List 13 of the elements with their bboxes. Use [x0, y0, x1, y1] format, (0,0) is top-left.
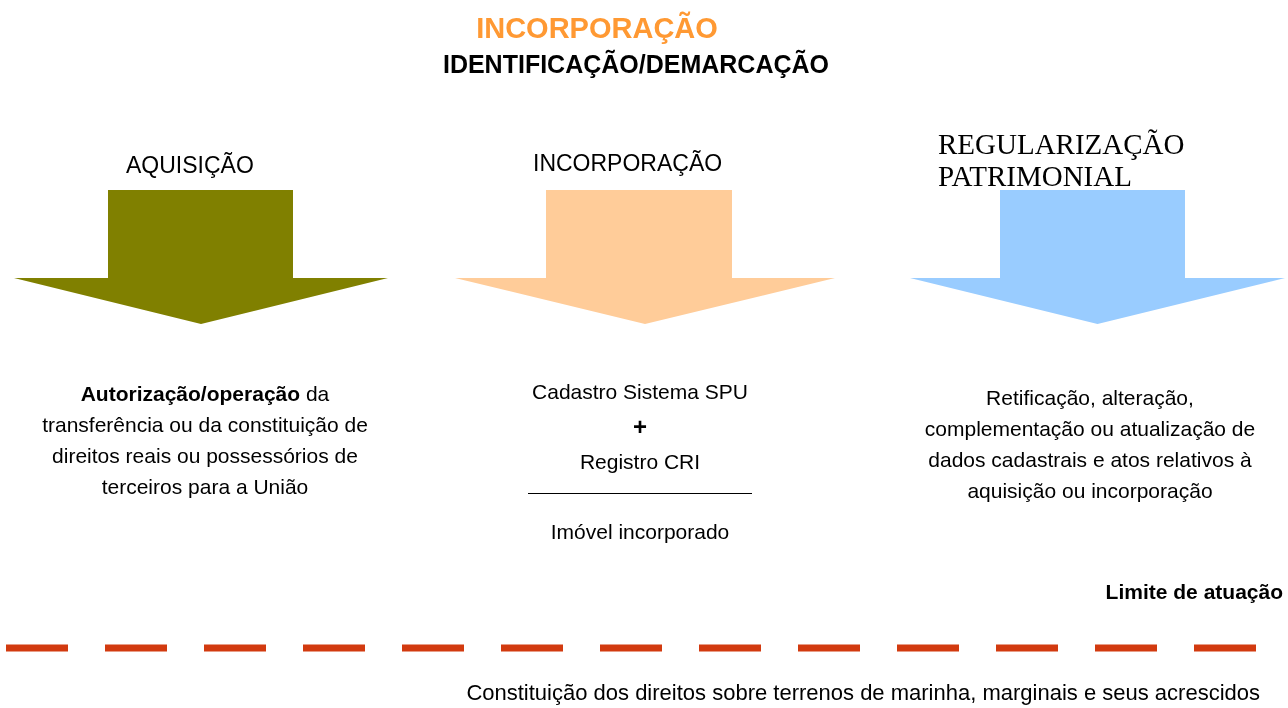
description-text: +: [633, 412, 647, 442]
note-text: Limite de atuação: [1105, 580, 1283, 604]
subtitle: IDENTIFICAÇÃO/DEMARCAÇÃO: [441, 50, 831, 79]
description-text: Retificação, alteração, complementação ou atualização de dados cadastrais e atos relativos à aquisição ou incorporação: [923, 385, 1257, 504]
description-text: Cadastro Sistema SPU: [532, 379, 748, 405]
heading: AQUISIÇÃO: [126, 152, 254, 179]
heading: REGULARIZAÇÃO PATRIMONIAL: [938, 128, 1186, 192]
description-text: Registro CRI: [579, 449, 701, 475]
description-text: Imóvel incorporado: [550, 519, 730, 545]
description-text: Autorização/operação da transferência ou da constituição de direitos reais ou possessórios de terceiros para a União: [41, 381, 369, 500]
title: INCORPORAÇÃO: [475, 12, 719, 45]
footnote-text: Constituição dos direitos sobre terrenos de marinha, marginais e seus acrescidos: [466, 680, 1260, 706]
heading: INCORPORAÇÃO: [533, 150, 723, 177]
